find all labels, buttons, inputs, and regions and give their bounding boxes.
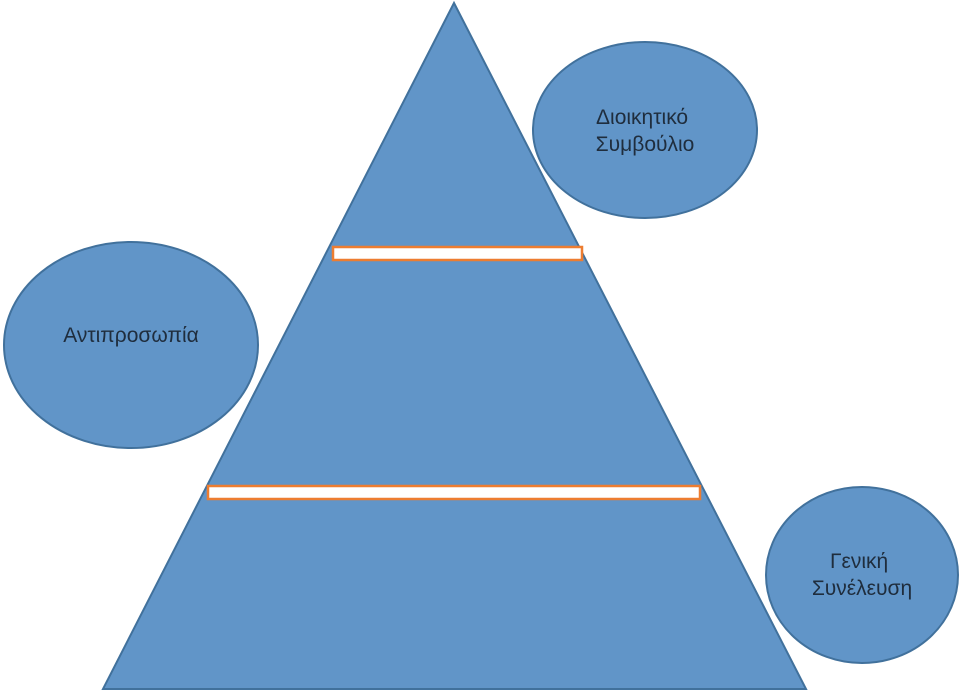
board-label-line-1: Διοικητικό <box>596 106 688 129</box>
upper-divider <box>331 245 584 262</box>
delegation-label-line-1: Αντιπροσωπία <box>63 324 199 347</box>
general-assembly-label-line-2: Συνέλευση <box>812 577 912 600</box>
general-assembly-ellipse <box>765 486 959 664</box>
general-assembly-label-line-1: Γενική <box>830 550 888 573</box>
pyramid <box>101 0 808 690</box>
board-ellipse <box>532 41 758 219</box>
delegation-node: Αντιπροσωπία <box>3 241 259 449</box>
general-assembly-label: Γενική Συνέλευση <box>812 550 912 600</box>
general-assembly-node: Γενική Συνέλευση <box>765 486 959 664</box>
lower-divider <box>206 484 702 501</box>
delegation-ellipse <box>3 241 259 449</box>
board-node: Διοικητικό Συμβούλιο <box>532 41 758 219</box>
board-label: Διοικητικό Συμβούλιο <box>596 106 695 156</box>
board-label-line-2: Συμβούλιο <box>596 133 695 156</box>
delegation-label: Αντιπροσωπία <box>63 324 199 347</box>
